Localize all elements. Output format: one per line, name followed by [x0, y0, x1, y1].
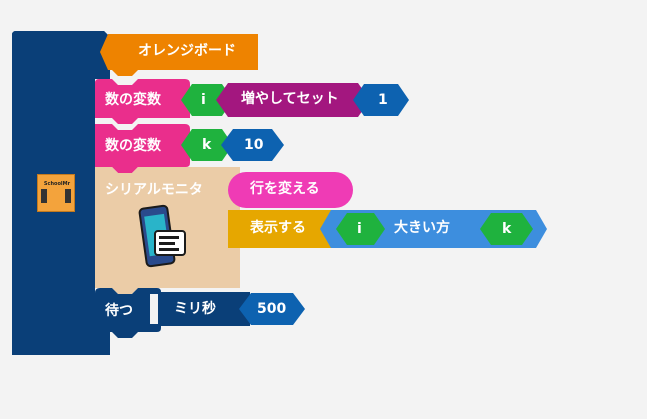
print-label: 表示する	[250, 220, 306, 236]
number-500: 500	[257, 301, 287, 317]
board-chip-text: SchoolMr	[43, 181, 71, 187]
wait-label: 待つ	[105, 303, 133, 319]
var-increment-label: 数の変数	[105, 92, 161, 108]
var-ref-k: k	[202, 137, 212, 153]
number-1: 1	[378, 92, 388, 108]
newline-label: 行を変える	[250, 181, 320, 197]
var-ref-i: i	[201, 92, 206, 108]
max-arg-b: k	[502, 221, 512, 237]
max-arg-a: i	[357, 221, 362, 237]
serial-monitor-label: シリアルモニタ	[105, 182, 203, 198]
wait-unit-label: ミリ秒	[174, 301, 216, 317]
var-set-label: 数の変数	[105, 138, 161, 154]
increment-op-label: 増やしてセット	[241, 91, 339, 107]
orange-board-icon: SchoolMr	[37, 174, 75, 212]
board-title: オレンジボード	[138, 43, 236, 59]
max-label: 大きい方	[394, 220, 450, 236]
number-10: 10	[244, 137, 264, 153]
